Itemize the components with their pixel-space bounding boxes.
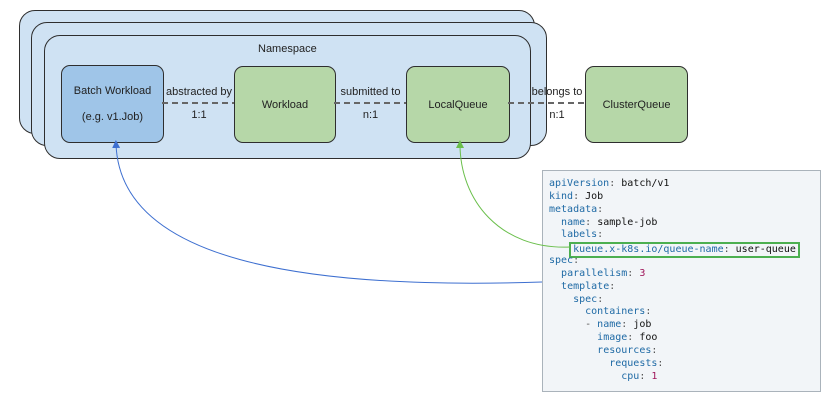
job-yaml-panel: apiVersion: batch/v1 kind: Job metadata:…: [542, 170, 821, 392]
yaml-line-template: template:: [561, 280, 616, 292]
yaml-line-resources: resources:: [597, 344, 658, 356]
submitted-to-label: submitted to: [340, 86, 401, 98]
yaml-line-spec: spec:: [549, 255, 580, 267]
yaml-line-name: name: sample-job: [561, 216, 658, 228]
queue-name-highlight: kueue.x-k8s.io/queue-name: user-queue: [569, 242, 800, 259]
workload-label: Workload: [261, 98, 309, 111]
yaml-line-containers: containers:: [585, 306, 652, 318]
batch-workload-label: Batch Workload: [73, 85, 152, 97]
yaml-line-image: image: foo: [597, 332, 658, 344]
submitted-ratio-label: n:1: [362, 109, 379, 121]
cluster-queue-node: ClusterQueue: [585, 66, 688, 143]
yaml-line-metadata: metadata:: [549, 203, 604, 215]
yaml-line-parallelism: parallelism: 3: [561, 267, 646, 279]
job-to-batch-workload-arrow: [112, 140, 543, 284]
yaml-line-queue-name: kueue.x-k8s.io/queue-name: user-queue: [549, 242, 820, 259]
workload-node: Workload: [234, 66, 336, 143]
abstracted-ratio-label: 1:1: [191, 109, 207, 121]
batch-workload-example: (e.g. v1.Job): [81, 111, 144, 123]
yaml-line-cpu: cpu: 1: [621, 370, 658, 382]
namespace-title: Namespace: [258, 43, 317, 55]
yaml-line-apiversion: apiVersion: batch/v1: [549, 178, 670, 189]
local-queue-node: LocalQueue: [406, 66, 510, 143]
yaml-line-kind: kind: Job: [549, 190, 604, 202]
queue-label-to-localqueue-arrow: [456, 140, 571, 248]
cluster-queue-label: ClusterQueue: [602, 98, 671, 111]
abstracted-by-label: abstracted by: [165, 86, 233, 98]
belongs-to-label: belongs to: [531, 86, 583, 98]
yaml-line-container-name: - name: job: [585, 319, 652, 331]
belongs-ratio-label: n:1: [549, 109, 565, 121]
yaml-line-template-spec: spec:: [573, 293, 604, 305]
batch-workload-node: Batch Workload (e.g. v1.Job): [61, 65, 164, 143]
yaml-line-requests: requests:: [609, 357, 664, 369]
yaml-line-labels: labels:: [561, 229, 604, 241]
local-queue-label: LocalQueue: [428, 98, 488, 111]
